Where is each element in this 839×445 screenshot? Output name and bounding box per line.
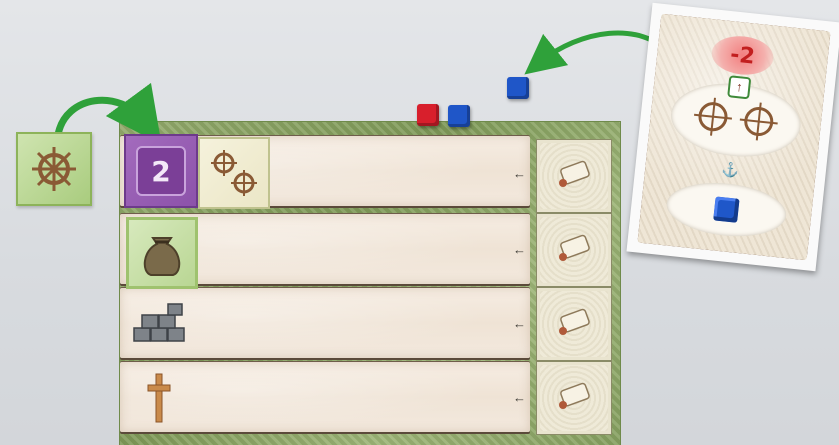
arrow-left-icon: ← [513,391,526,404]
ship-wheels-oval: ↑ [667,77,804,162]
reward-slot[interactable] [537,362,611,434]
scroll-icon [554,159,594,193]
card-face: -2 ↑ ⚓ [637,14,830,261]
cube-oval [664,177,789,241]
cross-icon [146,372,172,424]
stone-blocks-icon [132,302,186,344]
anchor-icon: ⚓ [721,161,740,180]
arrow-left-icon: ← [513,167,526,180]
ship-wheel-tile[interactable] [16,132,92,206]
cost-badge: -2 [710,33,776,77]
ship-wheel-pair-icon [687,91,785,147]
arrow-left-icon: ← [513,317,526,330]
coin-sack-icon [139,228,185,278]
arrow-left-icon: ← [513,243,526,256]
slot-number: 2 [136,146,186,196]
ship-wheels-slot[interactable] [198,137,270,209]
coin-sack-slot[interactable] [126,217,198,289]
row-faith [120,362,530,432]
action-card[interactable]: -2 ↑ ⚓ [626,3,839,271]
blue-cube-icon [713,196,739,222]
purple-slot[interactable]: 2 [124,134,198,208]
ship-wheel-icon [30,145,78,193]
reward-slot[interactable] [537,288,611,360]
scroll-icon [554,381,594,415]
reward-slot[interactable] [537,214,611,286]
tile-move-arrow [58,100,145,135]
reward-slot[interactable] [537,140,611,212]
scroll-icon [554,307,594,341]
scroll-icon [554,233,594,267]
ship-wheel-pair-icon [200,139,268,207]
